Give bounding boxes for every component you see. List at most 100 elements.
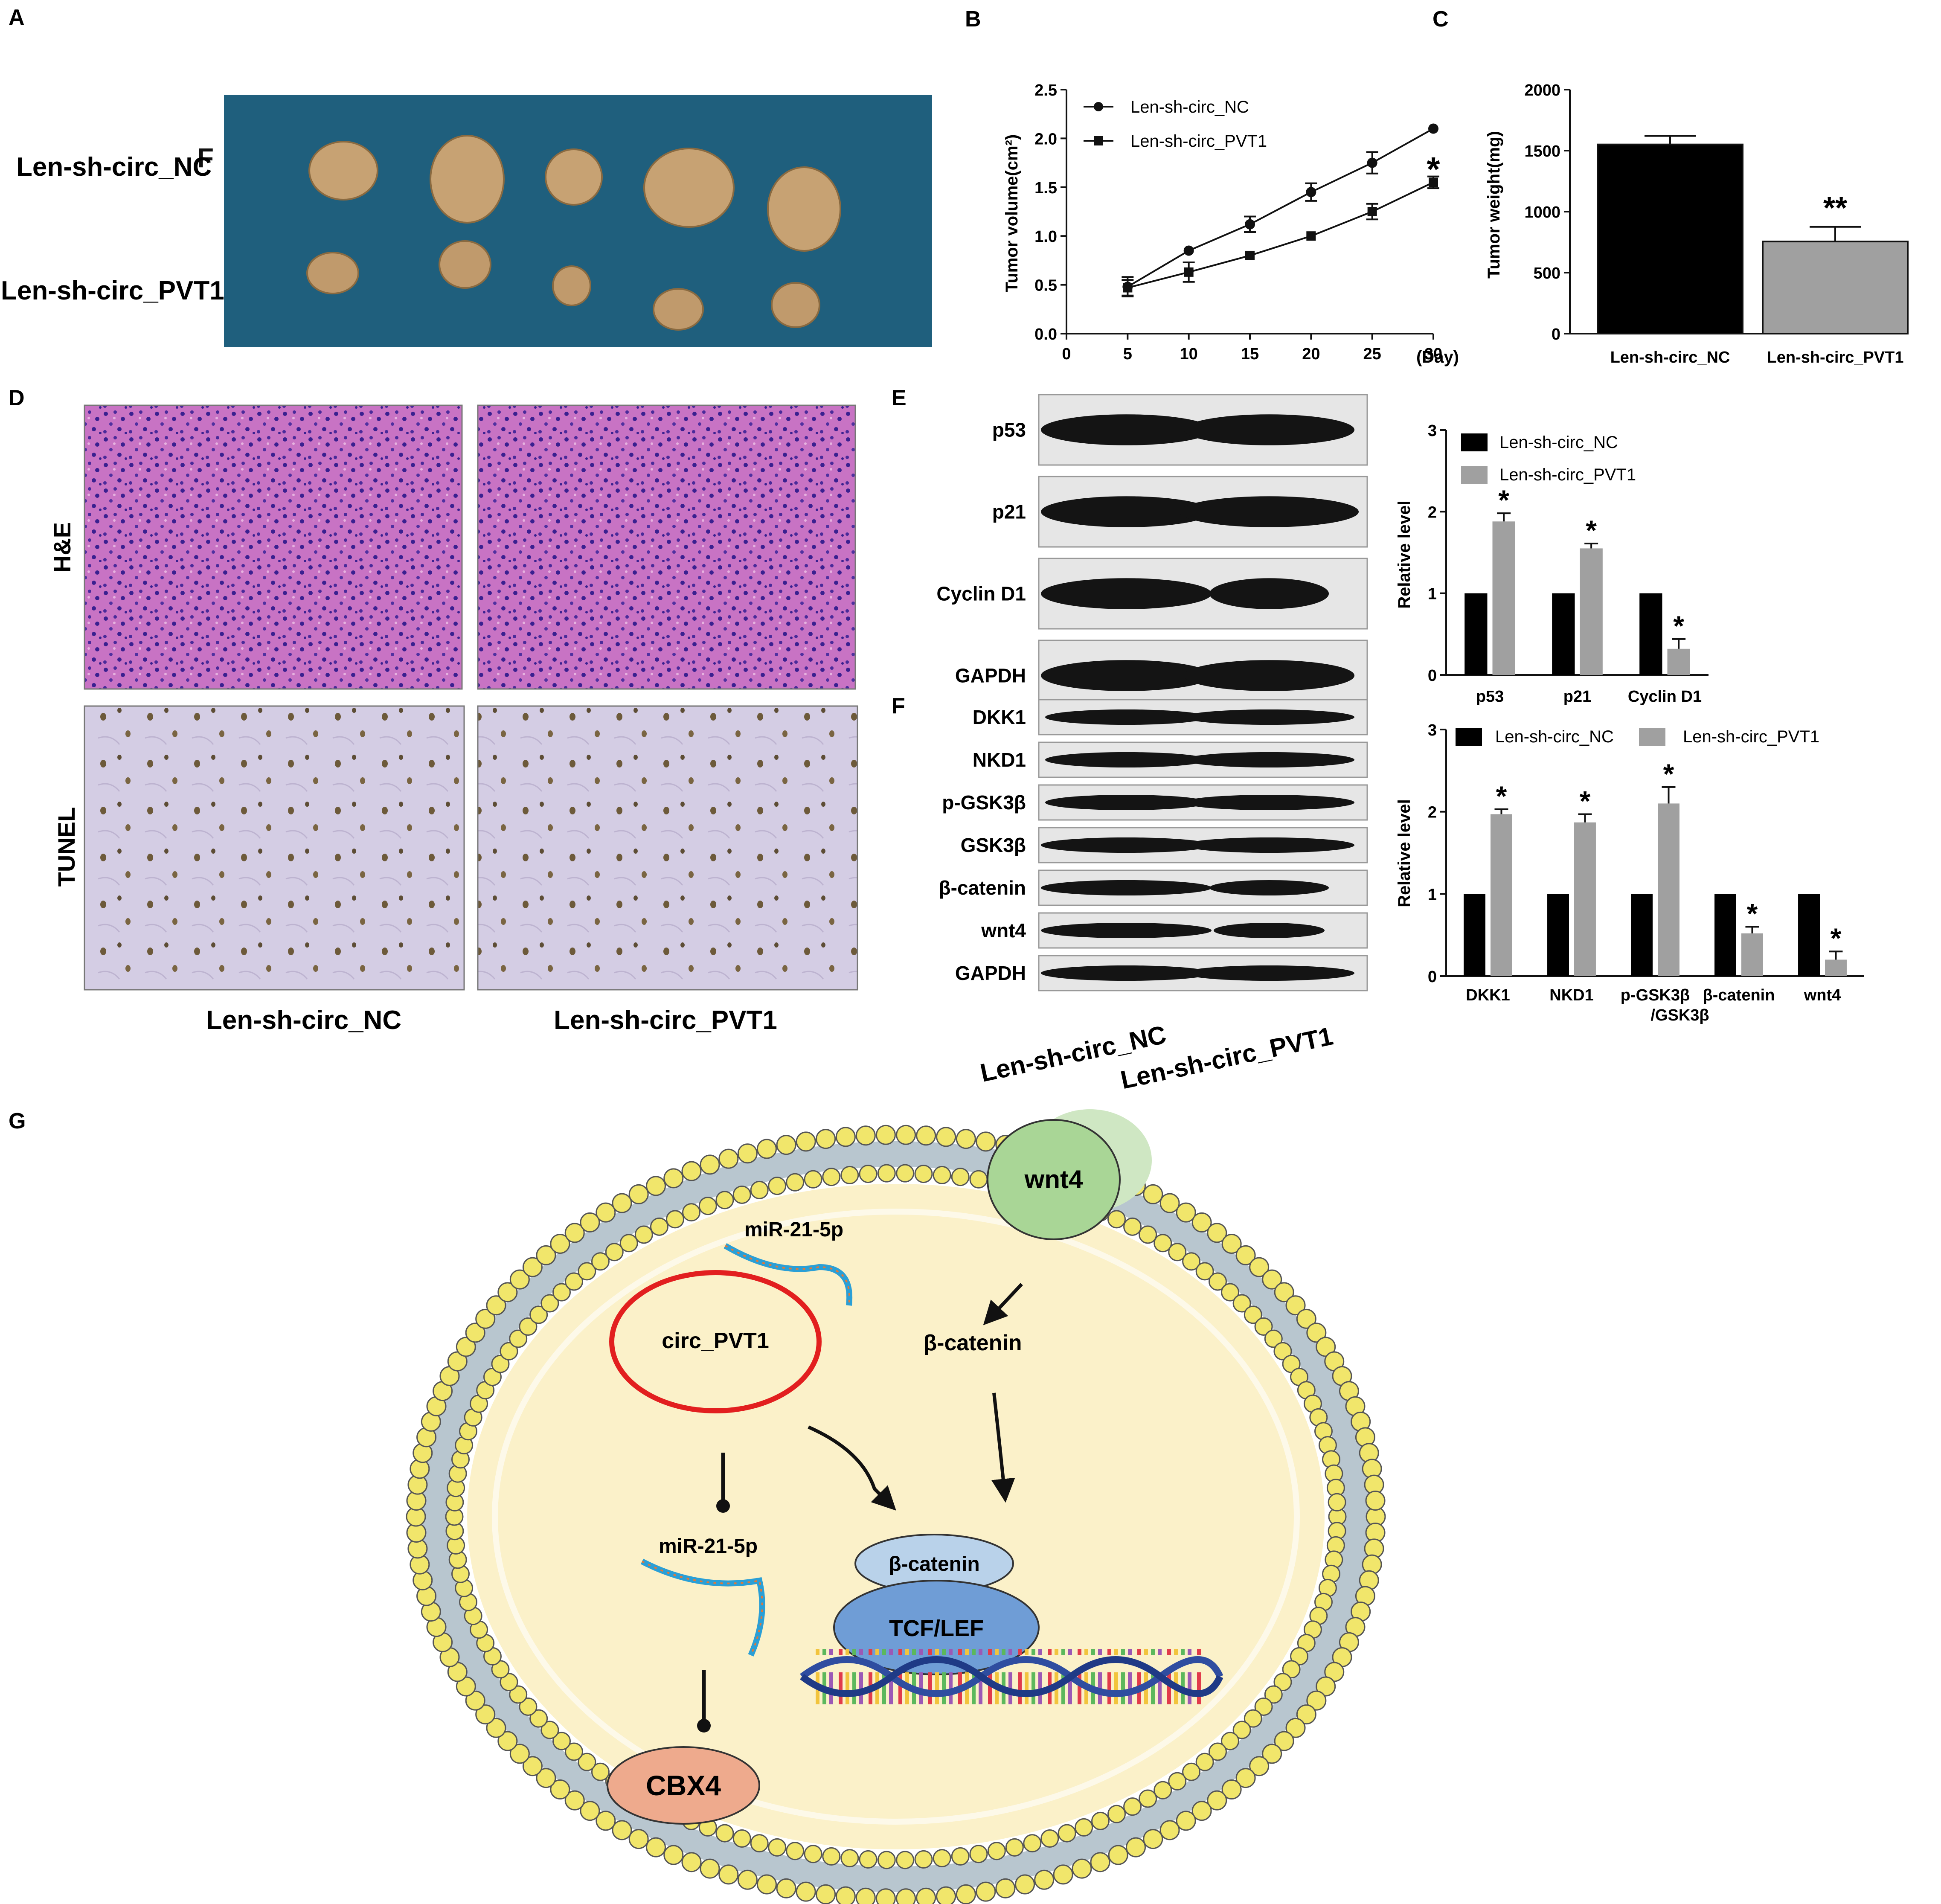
stray-letter: F <box>197 142 214 173</box>
lipid-head-outer <box>580 1801 600 1821</box>
f-star: * <box>1663 758 1674 790</box>
lipid-head-outer <box>681 1852 702 1872</box>
lipid-head-outer <box>855 1887 876 1904</box>
wnt4-label: wnt4 <box>1024 1165 1083 1194</box>
b-x-tick-label: 10 <box>1180 345 1198 363</box>
lipid-head-outer <box>718 1864 739 1885</box>
lipid-head-inner <box>500 1673 518 1692</box>
b-y-tick-label: 1.0 <box>1034 228 1057 246</box>
lipid-head-outer <box>564 1790 585 1811</box>
b-series-line-1 <box>1127 181 1434 289</box>
lipid-head-outer <box>1159 1820 1180 1840</box>
b-x-unit: (Day) <box>1416 348 1459 366</box>
lipid-head-outer <box>1285 1718 1306 1738</box>
e-blot-label: Cyclin D1 <box>936 583 1026 605</box>
f-blot-band-nc <box>1041 965 1212 981</box>
lipid-head-outer <box>1015 1874 1035 1895</box>
b-point-nc <box>1428 123 1438 134</box>
b-x-tick-label: 20 <box>1302 345 1320 363</box>
lipid-head-inner <box>1264 1685 1283 1704</box>
b-point-nc <box>1306 187 1316 198</box>
f-blot-band-nc <box>1041 837 1212 853</box>
e-legend-pvt1: Len-sh-circ_PVT1 <box>1499 465 1636 484</box>
mir-mid-label: miR-21-5p <box>659 1535 758 1558</box>
lipid-head-outer <box>522 1756 543 1776</box>
f-legend-swatch-pvt1 <box>1639 728 1665 746</box>
lipid-head-inner <box>1273 1342 1292 1360</box>
lipid-head-outer <box>612 1820 632 1840</box>
panel-letter-f: F <box>892 694 905 718</box>
lipid-head-outer <box>663 1168 684 1189</box>
b-legend-pvt1: Len-sh-circ_PVT1 <box>1130 132 1267 151</box>
lipid-head-inner <box>715 1191 734 1209</box>
lipid-head-outer <box>855 1125 876 1146</box>
e-x-tick-label: Cyclin D1 <box>1628 688 1702 706</box>
lipid-head-outer <box>1296 1704 1316 1725</box>
lipid-head-outer <box>522 1257 543 1277</box>
lipid-head-inner <box>768 1177 787 1195</box>
f-bar-nc <box>1547 894 1569 976</box>
mirna-top-strand-2 <box>724 1245 851 1306</box>
lipid-head-outer <box>1249 1756 1270 1776</box>
row-label-pvt1: Len-sh-circ_PVT1 <box>1 276 224 305</box>
bcat-free-label: β-catenin <box>923 1331 1022 1355</box>
lipid-head-inner <box>969 1170 988 1189</box>
e-star: * <box>1498 484 1509 516</box>
f-legend: Len-sh-circ_NC Len-sh-circ_PVT1 <box>1456 727 1819 746</box>
lipid-head-outer <box>475 1704 496 1725</box>
lipid-head-outer <box>816 1129 836 1149</box>
f-blot-band-nc <box>1045 709 1207 725</box>
e-blot-label: p53 <box>992 419 1026 441</box>
lipid-head-inner <box>1107 1210 1126 1229</box>
f-star: * <box>1580 785 1591 817</box>
lipid-head-inner <box>634 1225 653 1244</box>
lipid-head-outer <box>550 1779 570 1799</box>
c-bar-0 <box>1597 143 1743 334</box>
lipid-head-outer <box>756 1874 777 1895</box>
lipid-head-inner <box>619 1234 638 1253</box>
lipid-head-outer <box>1306 1323 1327 1343</box>
lipid-head-inner <box>933 1849 951 1868</box>
f-star: * <box>1496 780 1507 812</box>
panel-letter-a: A <box>9 5 25 30</box>
f-blot-label: GAPDH <box>955 962 1026 984</box>
e-bar-nc <box>1464 593 1488 675</box>
d-row-he: H&E <box>49 522 76 573</box>
bcat-to-nucleus-arrow <box>991 1392 1015 1503</box>
lipid-head-outer <box>756 1139 777 1159</box>
lipid-head-outer <box>663 1845 684 1865</box>
lipid-head-outer <box>956 1884 976 1904</box>
b-legend-marker-pvt1 <box>1094 136 1103 145</box>
e-blot-band-nc <box>1041 414 1212 445</box>
f-blot-label: p-GSK3β <box>942 791 1026 814</box>
wnt4-to-bcat-arrow <box>983 1283 1023 1326</box>
e-y-tick-label: 1 <box>1428 585 1437 603</box>
he-nc-image <box>84 404 463 690</box>
lipid-head-outer <box>1235 1768 1256 1788</box>
b-y-tick-label: 2.0 <box>1034 130 1057 148</box>
lipid-head-outer <box>796 1131 816 1152</box>
f-blot-label: DKK1 <box>973 706 1026 728</box>
lipid-head-outer <box>1176 1202 1196 1223</box>
lipid-head-outer <box>896 1125 916 1145</box>
lipid-head-outer <box>1274 1282 1294 1302</box>
lipid-head-outer <box>564 1223 585 1243</box>
lipid-head-outer <box>776 1135 796 1155</box>
lipid-head-inner <box>1040 1829 1059 1848</box>
tumor-nc-1 <box>308 141 378 201</box>
lipid-head-outer <box>875 1125 896 1145</box>
lipid-head-outer <box>536 1768 556 1788</box>
lipid-head-outer <box>916 1125 936 1146</box>
lipid-head-inner <box>1091 1811 1110 1830</box>
lipid-head-outer <box>681 1161 702 1181</box>
lipid-head-inner <box>509 1685 528 1704</box>
lipid-head-inner <box>768 1838 787 1857</box>
tumor-nc-5 <box>767 166 841 252</box>
lipid-head-inner <box>540 1294 559 1313</box>
lipid-head-inner <box>1195 1262 1214 1281</box>
b-y-axis: 0.00.51.01.52.02.5 <box>1034 81 1067 343</box>
f-star: * <box>1831 922 1842 954</box>
